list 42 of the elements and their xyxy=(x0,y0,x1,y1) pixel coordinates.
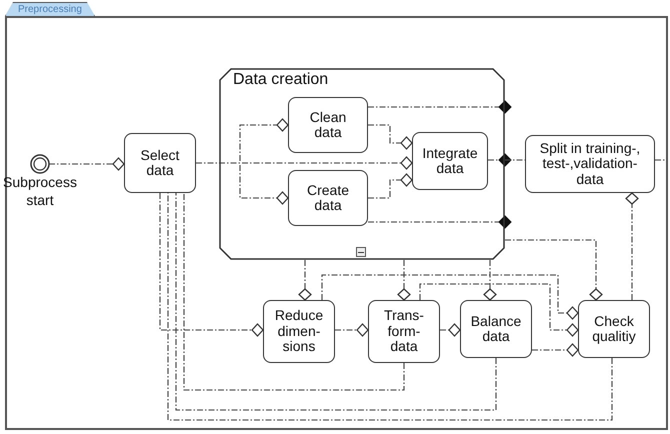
flow-connector xyxy=(49,157,125,171)
flow-connector xyxy=(483,260,497,301)
flow-connector xyxy=(397,260,411,301)
task-box xyxy=(578,300,650,358)
task-label: Create data xyxy=(306,182,350,214)
flow-connector xyxy=(368,173,413,199)
frame-title: Preprocessing xyxy=(18,4,82,14)
task-label: Select data xyxy=(140,148,180,178)
flow-connector xyxy=(335,323,369,337)
flow-connector xyxy=(440,323,461,337)
flow-connector xyxy=(505,239,603,301)
task-label: Balance data xyxy=(470,314,522,344)
task-box xyxy=(263,300,335,363)
flow-connector xyxy=(488,154,512,166)
flow-connector xyxy=(625,192,639,300)
flow-connector xyxy=(196,156,413,170)
flow-connector xyxy=(505,159,525,161)
flow-connector xyxy=(298,260,312,301)
task-box xyxy=(124,133,196,193)
flow-connector xyxy=(321,274,579,320)
flow-connector xyxy=(368,124,413,150)
task-box xyxy=(525,135,655,193)
flow-connector xyxy=(368,216,512,228)
task-box xyxy=(412,132,488,190)
task-label: Integrate data xyxy=(421,146,479,176)
task-label: Split in training-, test-,validation- data xyxy=(538,140,642,188)
subprocess-title: Data creation xyxy=(233,70,328,90)
task-label: Reduce dimen- sions xyxy=(274,308,324,355)
task-box xyxy=(460,300,532,358)
task-label: Clean data xyxy=(308,110,348,140)
flow-connector xyxy=(167,193,613,421)
flow-connector xyxy=(368,100,512,114)
task-label: Trans- form- data xyxy=(383,308,425,355)
flow-connector xyxy=(183,193,405,391)
task-box xyxy=(368,300,440,363)
flow-connector xyxy=(159,193,264,337)
flow-connector xyxy=(175,193,497,411)
task-box xyxy=(288,97,368,153)
task-box xyxy=(288,170,368,226)
task-label: Check qualitiy xyxy=(591,314,637,344)
flow-connector xyxy=(532,343,579,357)
flow-connector xyxy=(419,283,579,337)
